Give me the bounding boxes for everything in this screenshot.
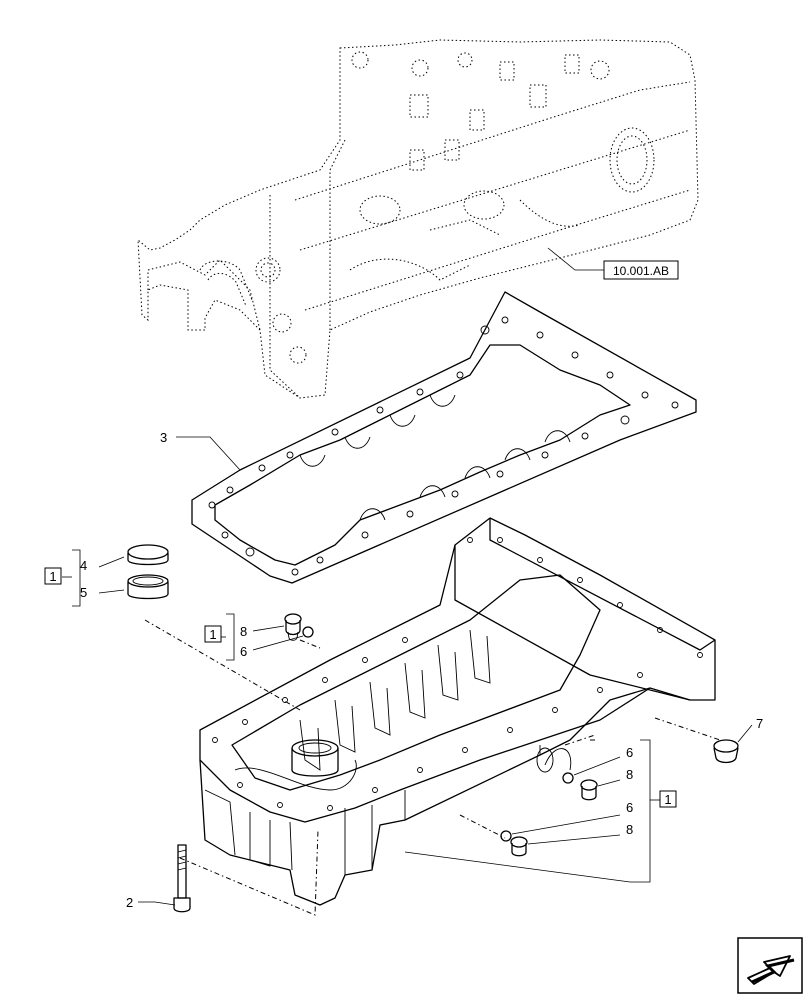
next-page-arrow-icon[interactable]: [737, 937, 803, 994]
drain-plug-7: 7: [713, 716, 763, 764]
oil-pan-gasket: [191, 291, 697, 584]
callout-6-right-1: 6: [626, 745, 633, 760]
callout-7: 7: [756, 716, 763, 731]
right-plug-8-upper: [580, 779, 598, 801]
callout-6-right-2: 6: [626, 800, 633, 815]
right-ring-6-lower: [500, 830, 512, 842]
callout-1-mid: 1: [209, 627, 216, 642]
mid-ring-6: [302, 626, 314, 638]
group-box-left: [44, 567, 62, 585]
callout-1-right: 1: [664, 792, 671, 807]
callout-8-mid: 8: [240, 624, 247, 639]
gasket-callout: 3: [160, 430, 241, 471]
right-group-callout: 6 8 6 8 1: [404, 739, 677, 883]
group-box-mid: [204, 625, 222, 643]
alignment-lines: [144, 619, 721, 916]
oil-pan: [199, 517, 716, 906]
callout-6-mid: 6: [240, 644, 247, 659]
mid-group-callout: 8 6 1: [204, 613, 304, 661]
reference-label[interactable]: 10.001.AB: [613, 264, 669, 278]
callout-5: 5: [80, 585, 87, 600]
callout-4: 4: [80, 558, 87, 573]
cap-part-4: [127, 544, 169, 566]
sleeve-part-5: [127, 574, 169, 600]
callout-8-right-2: 8: [626, 822, 633, 837]
right-ring-6-upper: [562, 772, 574, 784]
engine-block-phantom: [137, 39, 699, 399]
callout-1-left: 1: [49, 569, 56, 584]
reference-callout[interactable]: 10.001.AB: [547, 247, 679, 280]
left-group-callout: 4 5 1: [44, 549, 125, 607]
callout-2: 2: [126, 895, 133, 910]
mid-plug-8: [284, 613, 302, 641]
callout-3: 3: [160, 430, 167, 445]
right-plug-8-lower: [510, 836, 528, 857]
pan-bolt-2: 2: [126, 844, 191, 913]
callout-8-right-1: 8: [626, 767, 633, 782]
reference-box[interactable]: [603, 260, 679, 280]
group-box-right: [659, 790, 677, 808]
